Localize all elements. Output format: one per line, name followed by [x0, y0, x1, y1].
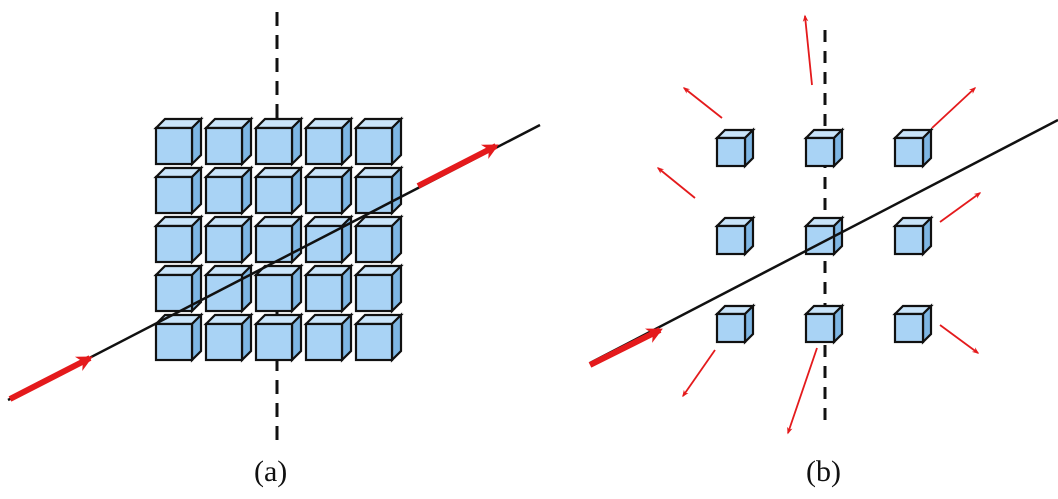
panel-a-intact-block: [7, 12, 541, 442]
fragment-arrow-top-center: [802, 14, 813, 86]
panel-a-cube: [153, 263, 204, 314]
panel-b-caption: (b): [806, 455, 841, 488]
fragment-arrow-top-left: [682, 87, 723, 119]
panel-a-cube: [203, 214, 254, 265]
panel-a-outgoing-beam-arrow: [416, 143, 499, 189]
panel-b-fragment-arrows: [656, 14, 982, 435]
panel-a-cube: [203, 165, 254, 216]
panel-a-cube: [353, 263, 404, 314]
panel-b-cube: [892, 215, 934, 257]
panel-a-cube: [153, 312, 204, 363]
panel-a-cube: [353, 116, 404, 167]
panel-a-cube: [153, 116, 204, 167]
fragment-arrow-mid-right: [939, 192, 982, 223]
panel-a-cube: [353, 165, 404, 216]
panel-a-cube: [303, 165, 354, 216]
panel-a-cube-grid: [153, 116, 404, 363]
panel-b-cube: [892, 303, 934, 345]
panel-b-cube: [714, 127, 756, 169]
fragment-arrow-top-right: [931, 87, 977, 129]
fragment-arrow-mid-left: [656, 167, 696, 199]
panel-b-cube: [803, 303, 845, 345]
panel-a-cube: [253, 214, 304, 265]
panel-a-cube: [303, 214, 354, 265]
panel-a-incoming-beam-arrow: [8, 355, 93, 402]
panel-b-cube: [714, 215, 756, 257]
panel-a-cube: [303, 312, 354, 363]
panel-a-cube: [153, 165, 204, 216]
panel-a-cube: [303, 263, 354, 314]
panel-a-cube: [203, 312, 254, 363]
panel-a-cube: [203, 263, 254, 314]
panel-a-cube: [153, 214, 204, 265]
panel-b-cube-grid: [714, 127, 934, 345]
panel-b-cube: [803, 127, 845, 169]
panel-b-exploded-block: [588, 14, 1058, 435]
panel-a-cube: [253, 263, 304, 314]
fragment-arrow-bottom-center: [787, 347, 818, 435]
panel-b-cube: [892, 127, 934, 169]
panel-b-cube: [714, 303, 756, 345]
panel-a-cube: [353, 214, 404, 265]
panel-b-beam-line: [589, 118, 1058, 365]
panel-a-cube: [253, 116, 304, 167]
panel-a-cube: [253, 165, 304, 216]
panel-a-cube: [203, 116, 254, 167]
fragment-arrow-bottom-left: [682, 349, 716, 398]
panel-a-cube: [303, 116, 354, 167]
panel-b-incoming-beam-arrow: [588, 327, 663, 368]
panel-a-caption: (a): [254, 455, 288, 488]
fragment-arrow-bottom-right: [939, 324, 980, 354]
panel-a-cube: [353, 312, 404, 363]
panel-a-cube: [253, 312, 304, 363]
